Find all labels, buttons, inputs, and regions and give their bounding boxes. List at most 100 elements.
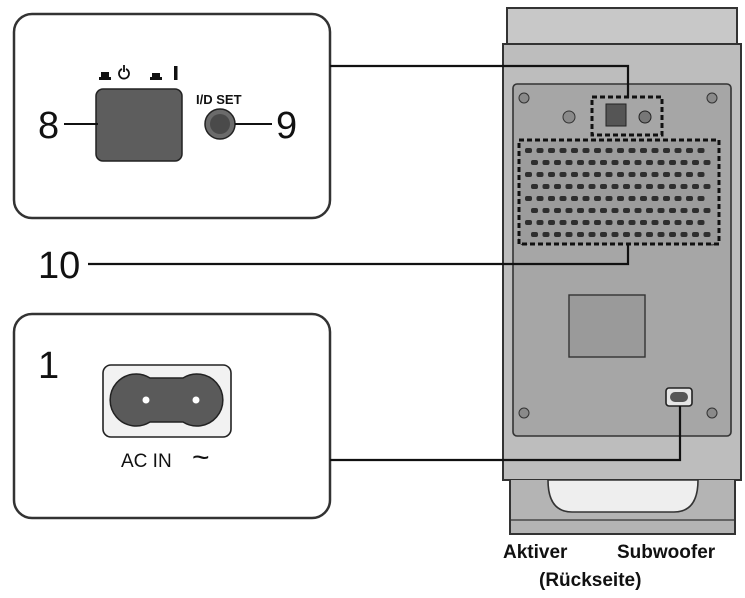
vent-slot: [674, 172, 682, 177]
vent-slot: [531, 160, 538, 165]
vent-slot: [542, 208, 550, 213]
vent-slot: [669, 160, 676, 165]
vent-slot: [611, 208, 619, 213]
vent-slot: [703, 232, 711, 237]
vent-slot: [617, 148, 624, 153]
vent-slot: [669, 208, 676, 213]
leader-lines: [88, 64, 682, 462]
vent-slot: [542, 160, 550, 165]
vent-slot: [548, 172, 555, 177]
vent-slot: [548, 196, 555, 201]
vent-slot: [611, 232, 619, 237]
vent-slot: [577, 184, 584, 189]
vent-slot: [692, 184, 699, 189]
vent-slot: [663, 196, 670, 201]
vent-slot: [628, 220, 636, 225]
vent-slot: [582, 220, 590, 225]
vent-slot: [565, 208, 573, 213]
vent-slot: [674, 196, 682, 201]
vent-slot: [536, 172, 544, 177]
callout-8: 8: [38, 105, 59, 147]
vent-slot: [565, 184, 573, 189]
vent-slot: [669, 184, 676, 189]
vent-slot: [554, 232, 561, 237]
vent-slot: [663, 148, 670, 153]
subwoofer-cabinet: [502, 7, 742, 535]
vent-slot: [531, 232, 538, 237]
ac-in-label: AC IN: [121, 451, 172, 472]
vent-slot: [686, 196, 693, 201]
vent-slot: [646, 208, 653, 213]
vent-slot: [680, 232, 688, 237]
vent-slot: [686, 220, 693, 225]
vent-slot: [577, 208, 584, 213]
vent-slot: [536, 220, 544, 225]
ac-symbol: ~: [192, 441, 210, 474]
vent-slot: [617, 220, 624, 225]
vent-slot: [623, 160, 630, 165]
callout-1: 1: [38, 345, 59, 387]
vent-slot: [646, 160, 653, 165]
vent-slot: [703, 208, 711, 213]
vent-slot: [697, 172, 705, 177]
vent-slot: [703, 184, 711, 189]
vent-slot: [542, 184, 550, 189]
vent-slot: [600, 232, 607, 237]
vent-slot: [531, 208, 538, 213]
vent-slot: [565, 232, 573, 237]
vent-slot: [548, 148, 555, 153]
vent-slot: [525, 220, 532, 225]
vent-slot: [594, 148, 601, 153]
vent-slot: [680, 208, 688, 213]
vent-slot: [605, 196, 613, 201]
vent-slot: [628, 196, 636, 201]
vent-slot: [611, 160, 619, 165]
vent-slot: [686, 172, 693, 177]
vent-slot: [536, 148, 544, 153]
vent-slot: [628, 148, 636, 153]
vent-slot: [674, 148, 682, 153]
vent-slot: [605, 172, 613, 177]
ac-socket: [109, 373, 224, 427]
vent-slot: [640, 220, 647, 225]
vent-slot: [657, 160, 665, 165]
vent-slot: [680, 160, 688, 165]
vent-slot: [657, 208, 665, 213]
vent-slot: [692, 208, 699, 213]
vent-slot: [605, 220, 613, 225]
power-symbols: [99, 65, 178, 80]
vent-slot: [634, 184, 642, 189]
vent-slot: [692, 232, 699, 237]
vent-slot: [651, 172, 659, 177]
vent-slot: [536, 196, 544, 201]
inset-ac-inlet: 1 AC IN ~: [12, 312, 332, 520]
vent-slot: [588, 160, 596, 165]
vent-slot: [600, 208, 607, 213]
vent-slot: [559, 148, 567, 153]
vent-slot: [600, 184, 607, 189]
vent-slot: [697, 148, 705, 153]
callout-9: 9: [276, 105, 297, 147]
vent-grille: [517, 138, 721, 246]
vent-slot: [634, 160, 642, 165]
vent-slot: [554, 160, 561, 165]
vent-slot: [582, 172, 590, 177]
vent-slot: [577, 232, 584, 237]
vent-slot: [554, 208, 561, 213]
vent-outline: [517, 138, 721, 246]
vent-slot: [680, 184, 688, 189]
vent-slot: [525, 148, 532, 153]
vent-slot: [617, 172, 624, 177]
vent-slot: [623, 184, 630, 189]
vent-slot: [605, 148, 613, 153]
vent-slot: [542, 232, 550, 237]
vent-slot: [634, 208, 642, 213]
vent-slot: [588, 184, 596, 189]
vent-slot: [600, 160, 607, 165]
vent-slot: [611, 184, 619, 189]
vent-slot: [554, 184, 561, 189]
vent-slot: [577, 160, 584, 165]
vent-slot: [686, 148, 693, 153]
vent-slot: [582, 148, 590, 153]
